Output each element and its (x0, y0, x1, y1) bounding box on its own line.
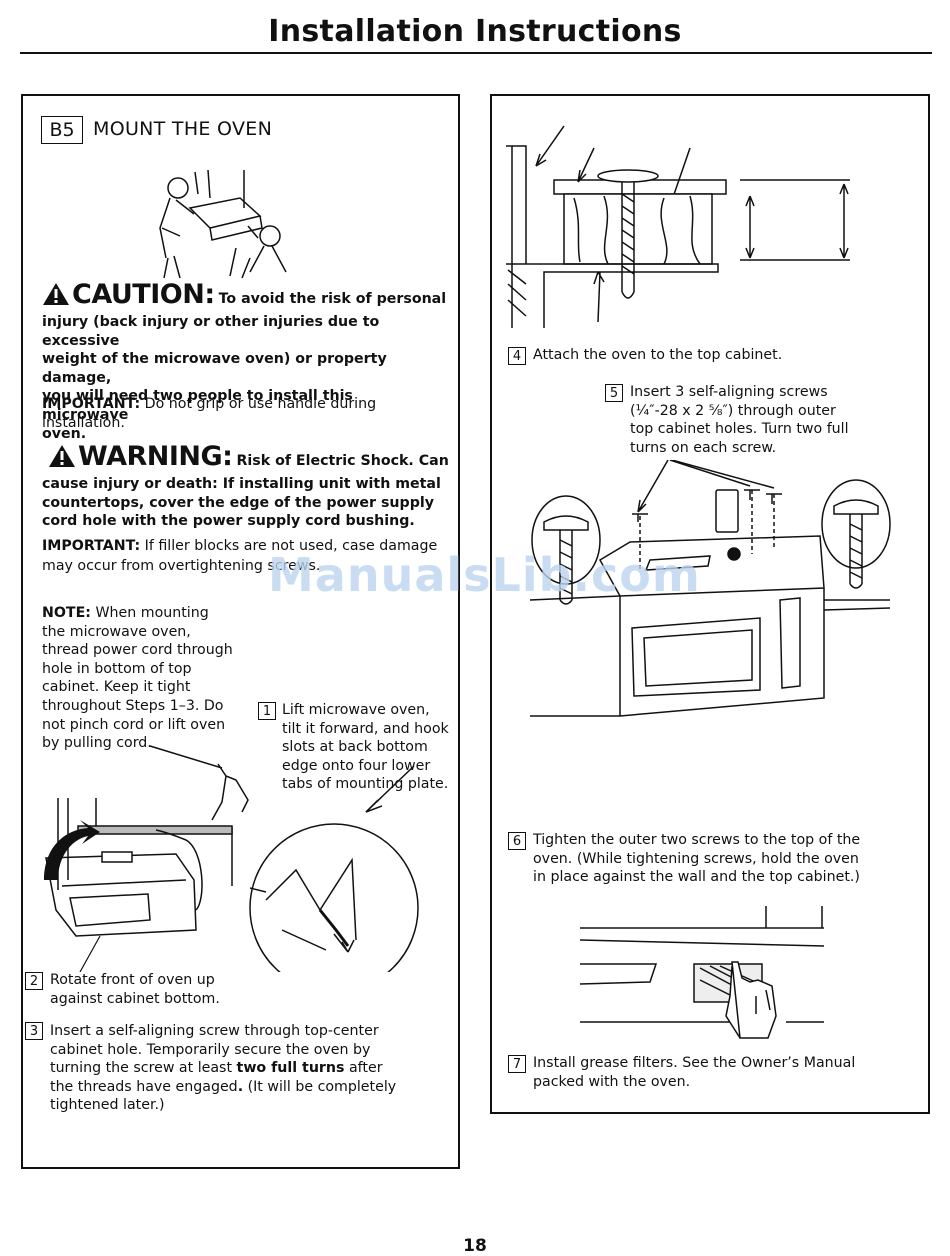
step-number-box: 6 (508, 832, 526, 850)
step-5-text: Insert 3 self-aligning screws (¼″-28 x 2… (630, 383, 920, 457)
step-text-line: packed with the oven. (533, 1073, 691, 1090)
caution-line: oven. (42, 425, 87, 442)
page-title: Installation Instructions (268, 14, 682, 49)
important-label: IMPORTANT: (42, 538, 141, 554)
step-text-line: Insert a self-aligning screw through top… (50, 1023, 379, 1039)
important-note-handle: IMPORTANT: Do not grip or use handle dur… (42, 395, 442, 432)
step-number-box: 3 (25, 1022, 43, 1040)
note-text: thread power cord through (42, 642, 233, 659)
important-text: If filler blocks are not used, case dama… (140, 538, 438, 554)
step-3-text: Insert a self-aligning screw through top… (50, 1022, 450, 1115)
section-title: MOUNT THE OVEN (93, 118, 273, 140)
step-number-box: 2 (25, 972, 43, 990)
warning-line: Risk of Electric Shock. Can (236, 453, 449, 469)
step-number-box: 7 (508, 1055, 526, 1073)
warning-heading: WARNING: (78, 441, 233, 472)
important-label: IMPORTANT: (42, 396, 141, 412)
step-text-line: after (344, 1060, 383, 1077)
grease-filter-illustration (580, 906, 826, 1040)
step-text-line: in place against the wall and the top ca… (533, 869, 860, 886)
caution-line: injury (back injury or other injuries du… (42, 314, 380, 349)
step-text-line: cabinet hole. Temporarily secure the ove… (50, 1041, 371, 1058)
caution-heading: CAUTION: (72, 279, 215, 310)
emphasis-text: two full turns (236, 1060, 345, 1077)
important-text: may occur from overtightening screws. (42, 557, 321, 574)
step-text-line: top cabinet holes. Turn two full (630, 421, 849, 438)
warning-line: countertops, cover the edge of the power… (42, 494, 434, 511)
note-text: cabinet. Keep it tight (42, 679, 191, 696)
step-7-text: Install grease filters. See the Owner’s … (533, 1054, 923, 1091)
step-number-box: 5 (605, 384, 623, 402)
important-text: installation. (42, 414, 125, 431)
step-text-line: edge onto four lower (282, 757, 431, 774)
note-text: by pulling cord. (42, 735, 152, 752)
warning-line: cause injury or death: If installing uni… (42, 476, 441, 492)
step-1-text: Lift microwave oven, tilt it forward, an… (282, 701, 457, 794)
step-text-line: Rotate front of oven up (50, 972, 215, 988)
caution-line: you will need two people to install this… (42, 388, 353, 423)
note-text: not pinch cord or lift oven (42, 716, 226, 733)
step-text-line: Tighten the outer two screws to the top … (533, 832, 861, 848)
caution-block: CAUTION:To avoid the risk of personal in… (42, 279, 446, 443)
section-id-box: B5 (41, 116, 83, 144)
step-number-box: 1 (258, 702, 276, 720)
step-text-line: tightened later.) (50, 1097, 165, 1114)
oven-hook-illustration (44, 740, 422, 972)
cabinet-cross-section-illustration (504, 124, 860, 330)
warning-block: WARNING:Risk of Electric Shock. Can caus… (42, 441, 449, 531)
step-text-line: the threads have engaged (50, 1078, 238, 1095)
page-number: 18 (463, 1236, 487, 1256)
important-text: Do not grip or use handle during (140, 396, 377, 412)
important-note-filler: IMPORTANT: If filler blocks are not used… (42, 537, 442, 576)
note-label: NOTE: (42, 605, 91, 621)
step-text-line: oven. (While tightening screws, hold the… (533, 850, 859, 867)
two-person-lift-illustration (150, 168, 300, 280)
oven-screws-illustration (520, 460, 896, 722)
step-text-line: Install grease filters. See the Owner’s … (533, 1055, 856, 1071)
step-text-line: slots at back bottom (282, 739, 428, 756)
right-panel (490, 94, 930, 1114)
title-rule (20, 52, 932, 54)
caution-line: To avoid the risk of personal (218, 291, 447, 307)
note-text: When mounting (90, 605, 209, 621)
step-number-box: 4 (508, 347, 526, 365)
step-2-text: Rotate front of oven up against cabinet … (50, 971, 270, 1008)
step-text-line: against cabinet bottom. (50, 990, 220, 1007)
step-6-text: Tighten the outer two screws to the top … (533, 831, 923, 887)
step-text-line: turning the screw at least (50, 1060, 237, 1077)
step-text-line: tilt it forward, and hook (282, 720, 449, 737)
note-block: NOTE: When mounting the microwave oven, … (42, 604, 262, 753)
left-panel (21, 94, 460, 1169)
note-text: throughout Steps 1–3. Do (42, 697, 224, 714)
note-text: hole in bottom of top (42, 660, 192, 677)
step-text-line: (It will be completely (243, 1078, 397, 1095)
note-text: the microwave oven, (42, 623, 191, 640)
warning-triangle-icon (43, 283, 69, 305)
caution-line: weight of the microwave oven) or propert… (42, 351, 387, 386)
emphasis-text: . (237, 1078, 244, 1095)
step-text-line: tabs of mounting plate. (282, 776, 449, 793)
step-text-line: Lift microwave oven, (282, 702, 430, 718)
warning-line: cord hole with the power supply cord bus… (42, 513, 415, 530)
step-text-line: turns on each screw. (630, 439, 777, 456)
step-4-text: Attach the oven to the top cabinet. (533, 347, 783, 363)
step-text-line: (¼″-28 x 2 ⅝″) through outer (630, 402, 836, 419)
watermark: ManualsLib.com (268, 548, 701, 602)
step-text-line: Insert 3 self-aligning screws (630, 384, 828, 400)
warning-triangle-icon (49, 445, 75, 467)
